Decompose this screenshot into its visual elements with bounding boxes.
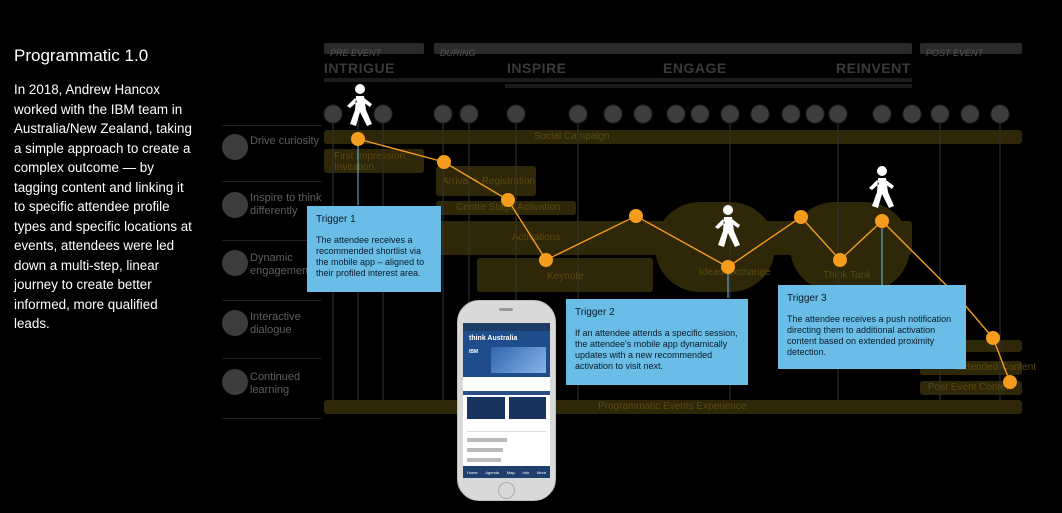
tab-info[interactable]: Info <box>522 469 530 475</box>
attendee-icons <box>323 104 1010 124</box>
ibm-logo: IBM <box>469 349 479 355</box>
tab-agenda[interactable]: Agenda <box>485 469 500 475</box>
app-hero: think Australia IBM <box>463 331 550 377</box>
row-label-engagement: Dynamic engagement <box>250 252 312 277</box>
menu-item[interactable] <box>467 458 501 462</box>
trigger-1-box: Trigger 1 The attendee receives a recomm… <box>307 206 441 292</box>
row-label-dialogue: Interactive dialogue <box>250 311 301 336</box>
row-label-inspire: Inspire to think differently <box>250 192 322 217</box>
recommended-header <box>463 391 550 395</box>
row-divider <box>222 125 322 126</box>
track-label: Post Event Content <box>928 382 1015 393</box>
track-label: Arrival + Registration <box>442 176 536 187</box>
track-label: Keynote <box>547 271 584 282</box>
stage-bar-during: DURING <box>434 43 912 58</box>
recommended-cards[interactable] <box>463 395 550 421</box>
trigger-1-title: Trigger 1 <box>316 214 356 225</box>
track-label: Activations <box>512 232 561 243</box>
row-label-learning: Continued learning <box>250 371 301 396</box>
row-label-curiosity: Drive curiosity <box>250 135 320 147</box>
page-title: Programmatic 1.0 <box>14 46 149 65</box>
phase-inspire: INSPIRE <box>507 60 567 76</box>
phase-intrigue: INTRIGUE <box>324 60 395 76</box>
stage-label-during: DURING <box>440 48 476 58</box>
track-label: Centre Stage Activation <box>456 202 561 213</box>
track-ideas-exchange: Ideas Exchange <box>655 202 775 292</box>
stage-label-post-event: POST EVENT <box>926 48 984 58</box>
hero-graphic <box>491 347 546 373</box>
track-label: Programmatic Events Experience <box>598 401 747 412</box>
walking-person-icon <box>869 166 894 208</box>
track-keynote: Keynote <box>477 258 653 292</box>
row-divider <box>222 300 322 301</box>
home-button[interactable] <box>498 482 515 499</box>
track-label: Think Tank <box>823 270 872 281</box>
row-divider <box>222 358 322 359</box>
phone-status-bar <box>463 323 550 331</box>
track-social-campaign: Social Campaign <box>324 130 1022 144</box>
learning-icon <box>222 369 248 395</box>
tab-home[interactable]: Home <box>466 469 478 475</box>
track-label: Social Campaign <box>534 131 610 142</box>
walking-person-icon <box>715 205 740 247</box>
tab-bar: Home Agenda Map Info More <box>463 466 550 478</box>
dialogue-icon <box>222 310 248 336</box>
inspire-icon <box>222 192 248 218</box>
stage-bar-post-event: POST EVENT <box>920 43 1022 58</box>
menu-item[interactable] <box>467 438 507 442</box>
trigger-1-text: The attendee receives a recommended shor… <box>316 235 425 278</box>
session-card[interactable] <box>508 397 546 419</box>
phase-divider <box>324 78 912 82</box>
phase-reinvent: REINVENT <box>836 60 911 76</box>
intro-paragraph: In 2018, Andrew Hancox worked with the I… <box>14 82 192 331</box>
tab-map[interactable]: Map <box>506 469 515 475</box>
trigger-2-text: If an attendee attends a specific sessio… <box>575 328 738 371</box>
trigger-3-text: The attendee receives a push notificatio… <box>787 314 952 357</box>
phase-engage: ENGAGE <box>663 60 727 76</box>
row-divider <box>222 240 322 241</box>
track-label: Extended Content <box>956 362 1037 373</box>
curiosity-icon <box>222 134 248 160</box>
stage-label-pre-event: PRE EVENT <box>330 48 382 58</box>
row-divider <box>222 418 322 419</box>
track-arrival: Arrival + Registration <box>436 166 536 196</box>
track-centre-stage: Centre Stage Activation <box>436 201 576 215</box>
tab-more[interactable]: More <box>536 469 547 475</box>
mobile-phone: think Australia IBM Home Agenda Map Info… <box>457 300 556 501</box>
track-post-event-content: Post Event Content <box>920 381 1022 395</box>
app-name: think Australia <box>469 335 518 342</box>
engagement-icon <box>222 250 248 276</box>
track-think-tank: Think Tank <box>790 202 910 292</box>
trigger-2-title: Trigger 2 <box>575 307 615 318</box>
trigger-2-box: Trigger 2 If an attendee attends a speci… <box>566 299 748 385</box>
stage-bar-pre-event: PRE EVENT <box>324 43 424 58</box>
trigger-3-box: Trigger 3 The attendee receives a push n… <box>778 285 966 369</box>
track-first-impression: First Impression Invitation <box>324 149 424 173</box>
track-label: Ideas Exchange <box>699 267 771 278</box>
trigger-3-title: Trigger 3 <box>787 293 827 304</box>
divider <box>467 431 546 432</box>
menu-item[interactable] <box>467 448 503 452</box>
speaker-grille <box>499 308 513 311</box>
walking-person-icon <box>347 84 372 126</box>
phase-divider <box>505 84 912 88</box>
session-card[interactable] <box>467 397 505 419</box>
track-label: First Impression Invitation <box>334 151 406 173</box>
phone-screen: think Australia IBM Home Agenda Map Info… <box>463 323 550 478</box>
row-divider <box>222 181 322 182</box>
